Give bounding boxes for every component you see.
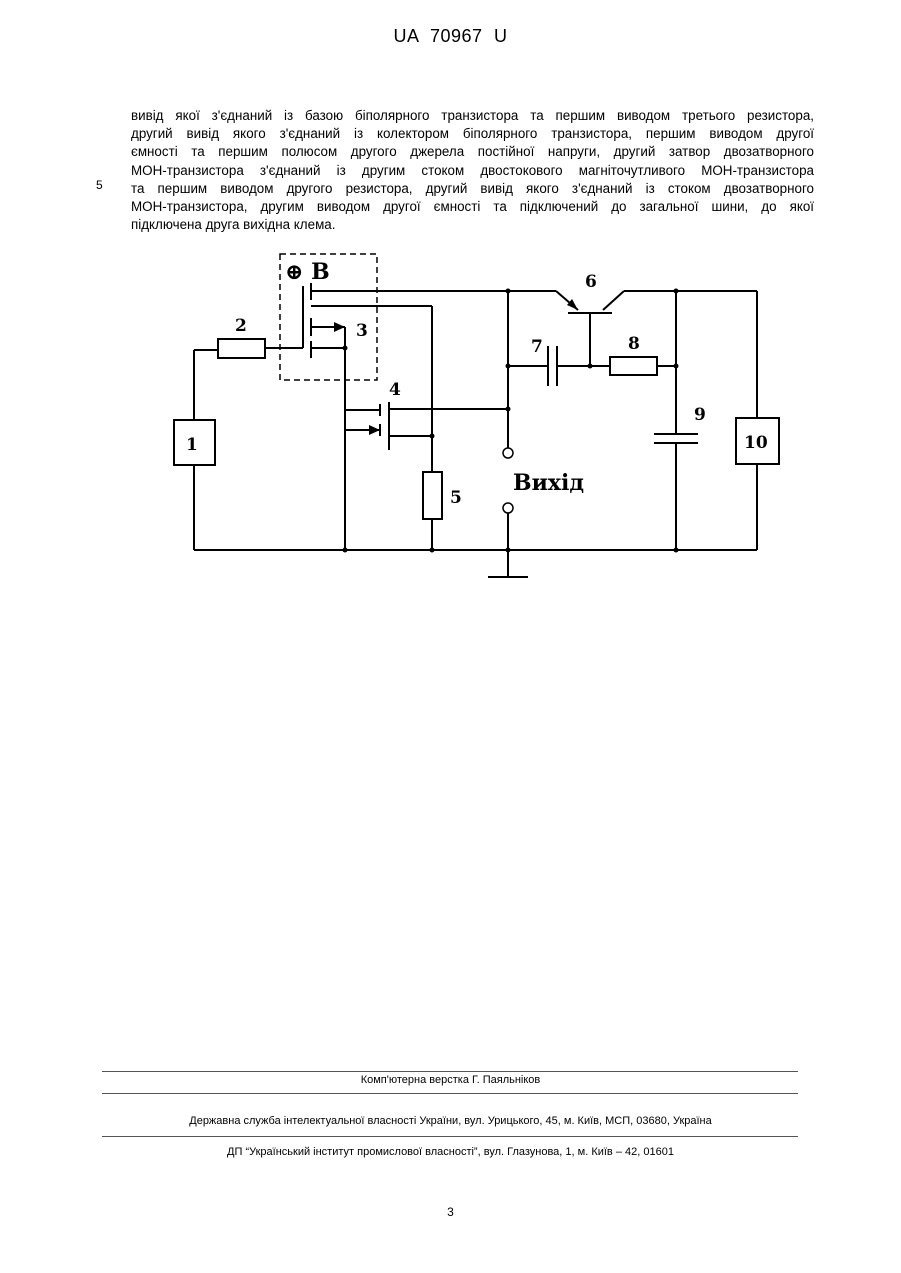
page-number: 3 — [0, 1205, 901, 1219]
resistor-8 — [610, 357, 657, 375]
label-10: 10 — [744, 433, 768, 453]
layout-credit: Комп'ютерна верстка Г. Паяльніков — [0, 1074, 901, 1086]
label-5: 5 — [450, 488, 462, 508]
resistor-2 — [218, 339, 265, 358]
output-terminal-top — [503, 448, 513, 458]
label-8: 8 — [628, 334, 640, 354]
label-7: 7 — [531, 337, 543, 357]
circuit-diagram: 1 2 3 4 5 Вихід 7 — [0, 0, 901, 600]
label-3: 3 — [356, 321, 368, 341]
footer-divider — [102, 1071, 798, 1072]
label-4: 4 — [389, 380, 401, 400]
footer-divider — [102, 1136, 798, 1137]
magnetic-field-label: ⊕ B — [285, 259, 330, 285]
output-terminal-bottom — [503, 503, 513, 513]
label-1: 1 — [186, 435, 198, 455]
output-label: Вихід — [513, 470, 584, 496]
footer-divider — [102, 1093, 798, 1094]
label-2: 2 — [235, 316, 247, 336]
agency-address: Державна служба інтелектуальної власност… — [0, 1115, 901, 1127]
label-6: 6 — [585, 272, 597, 292]
resistor-5 — [423, 472, 442, 519]
label-9: 9 — [694, 405, 706, 425]
institute-address: ДП “Український інститут промислової вла… — [0, 1146, 901, 1158]
